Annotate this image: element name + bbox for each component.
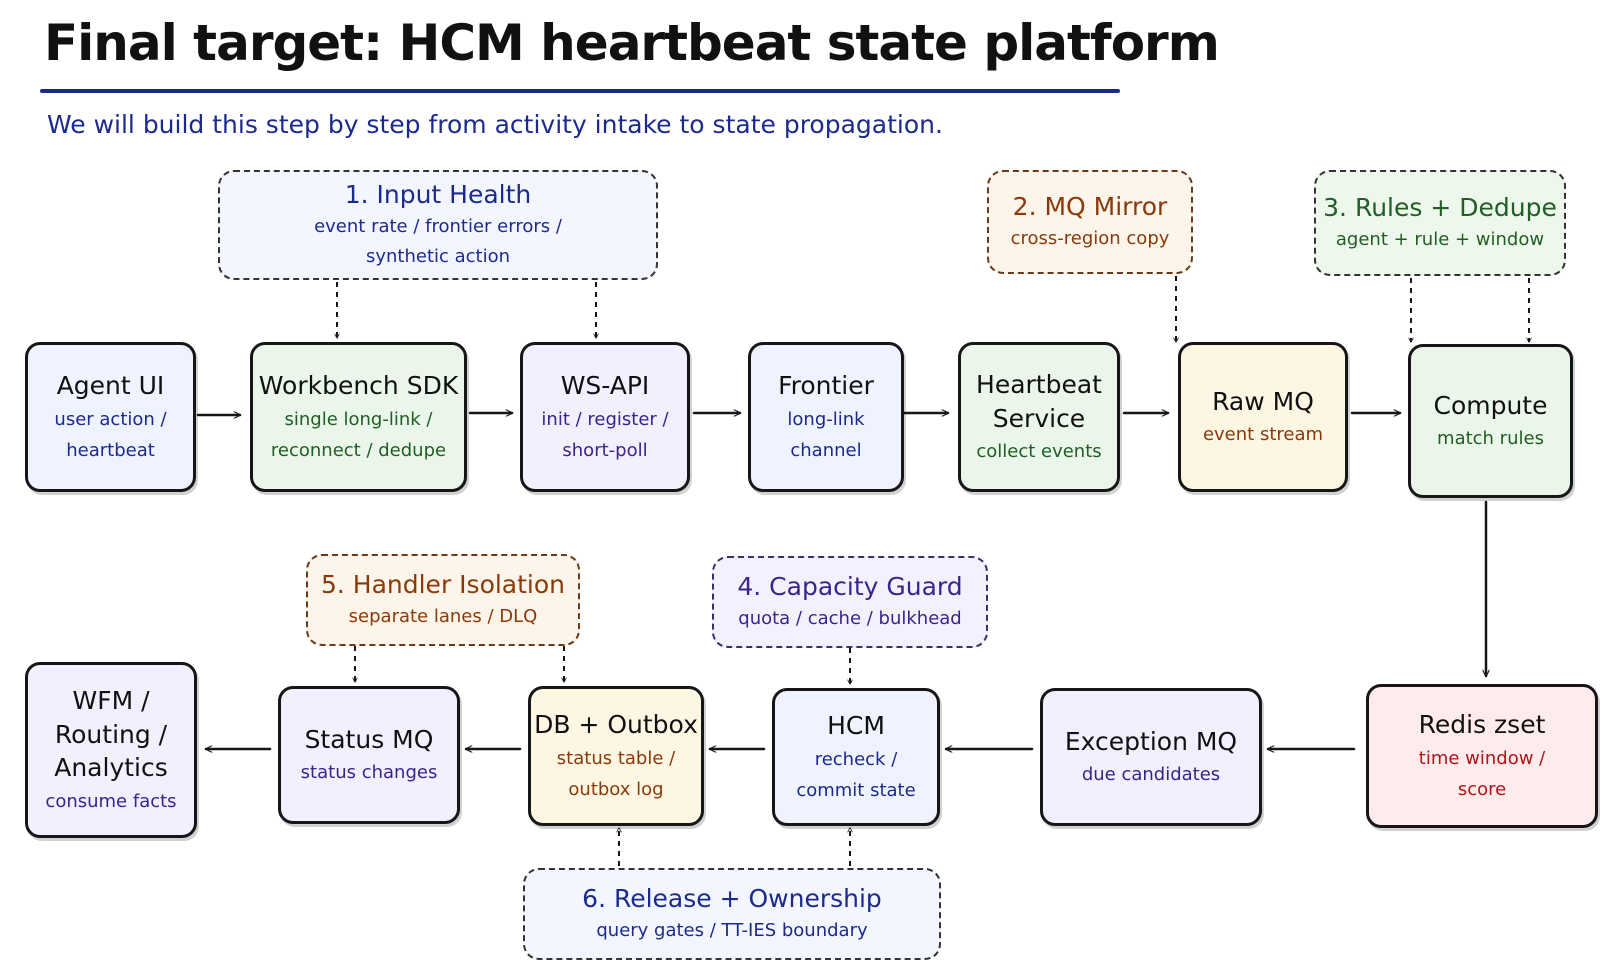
node-redis-zset-title: Redis zset (1418, 710, 1546, 740)
node-redis-zset: Redis zset time window / score (1366, 684, 1598, 828)
note-release-ownership: 6. Release + Ownership query gates / TT-… (523, 868, 941, 960)
node-exception-mq-desc: due candidates (1081, 764, 1221, 786)
node-wfm-desc: consume facts (45, 791, 177, 813)
node-heartbeat-service-title-2: Service (992, 403, 1086, 433)
node-wfm-routing-analytics: WFM / Routing / Analytics consume facts (25, 662, 197, 838)
node-frontier-title: Frontier (778, 371, 874, 401)
node-raw-mq: Raw MQ event stream (1178, 342, 1348, 492)
note-rules-dedupe: 3. Rules + Dedupe agent + rule + window (1314, 170, 1566, 276)
node-db-outbox-desc-1: status table / (556, 747, 676, 769)
node-hcm-desc-1: recheck / (814, 748, 898, 770)
node-db-outbox-title: DB + Outbox (534, 710, 698, 740)
note-input-health: 1. Input Health event rate / frontier er… (218, 170, 658, 280)
node-raw-mq-desc: event stream (1202, 424, 1324, 446)
node-db-outbox-desc-2: outbox log (568, 778, 664, 800)
node-ws-api: WS-API init / register / short-poll (520, 342, 690, 492)
node-ws-api-desc-1: init / register / (541, 408, 669, 430)
note-mq-mirror-desc: cross-region copy (1010, 228, 1170, 250)
node-frontier-desc-1: long-link (787, 408, 865, 430)
note-handler-isolation-desc: separate lanes / DLQ (348, 606, 538, 628)
page-title: Final target: HCM heartbeat state platfo… (44, 14, 1220, 72)
node-heartbeat-service-desc: collect events (976, 441, 1102, 463)
node-wfm-title-1: WFM / (72, 685, 150, 715)
node-wfm-title-2: Routing / (54, 719, 168, 749)
node-exception-mq-title: Exception MQ (1064, 726, 1238, 756)
node-workbench-sdk-title: Workbench SDK (258, 371, 459, 401)
node-hcm: HCM recheck / commit state (772, 688, 940, 826)
note-capacity-guard-title: 4. Capacity Guard (737, 571, 963, 601)
title-underline (40, 89, 1120, 93)
node-status-mq-desc: status changes (300, 762, 438, 784)
node-frontier: Frontier long-link channel (748, 342, 904, 492)
node-exception-mq: Exception MQ due candidates (1040, 688, 1262, 826)
node-agent-ui-desc-1: user action / (54, 408, 167, 430)
node-compute: Compute match rules (1408, 344, 1573, 498)
node-frontier-desc-2: channel (790, 439, 862, 461)
node-ws-api-desc-2: short-poll (562, 439, 648, 461)
note-mq-mirror-title: 2. MQ Mirror (1012, 191, 1168, 221)
node-heartbeat-service: Heartbeat Service collect events (958, 342, 1120, 492)
node-hcm-desc-2: commit state (796, 779, 916, 801)
node-compute-desc: match rules (1437, 428, 1544, 450)
node-status-mq: Status MQ status changes (278, 686, 460, 824)
node-heartbeat-service-title-1: Heartbeat (976, 369, 1102, 399)
note-input-health-desc-1: event rate / frontier errors / (314, 216, 562, 238)
node-redis-zset-desc-1: time window / (1418, 747, 1546, 769)
note-handler-isolation: 5. Handler Isolation separate lanes / DL… (306, 554, 580, 646)
node-db-outbox: DB + Outbox status table / outbox log (528, 686, 704, 826)
node-status-mq-title: Status MQ (304, 724, 434, 754)
note-mq-mirror: 2. MQ Mirror cross-region copy (987, 170, 1193, 274)
note-release-ownership-title: 6. Release + Ownership (582, 883, 882, 913)
node-workbench-sdk-desc-2: reconnect / dedupe (270, 439, 447, 461)
node-agent-ui-title: Agent UI (56, 371, 165, 401)
note-input-health-title: 1. Input Health (344, 179, 532, 209)
node-raw-mq-title: Raw MQ (1212, 386, 1314, 416)
note-handler-isolation-title: 5. Handler Isolation (320, 569, 566, 599)
node-workbench-sdk-desc-1: single long-link / (284, 408, 433, 430)
note-capacity-guard: 4. Capacity Guard quota / cache / bulkhe… (712, 556, 988, 648)
note-rules-dedupe-desc: agent + rule + window (1335, 229, 1545, 251)
node-ws-api-title: WS-API (560, 371, 650, 401)
node-hcm-title: HCM (827, 711, 885, 741)
note-rules-dedupe-title: 3. Rules + Dedupe (1323, 192, 1557, 222)
node-workbench-sdk: Workbench SDK single long-link / reconne… (250, 342, 467, 492)
page-subtitle: We will build this step by step from act… (47, 110, 943, 139)
note-input-health-desc-2: synthetic action (365, 246, 511, 268)
node-agent-ui: Agent UI user action / heartbeat (25, 342, 196, 492)
node-agent-ui-desc-2: heartbeat (66, 439, 155, 461)
node-redis-zset-desc-2: score (1457, 778, 1507, 800)
node-compute-title: Compute (1433, 390, 1548, 420)
node-wfm-title-3: Analytics (54, 753, 168, 783)
note-capacity-guard-desc: quota / cache / bulkhead (738, 608, 962, 630)
note-release-ownership-desc: query gates / TT-IES boundary (596, 920, 868, 942)
